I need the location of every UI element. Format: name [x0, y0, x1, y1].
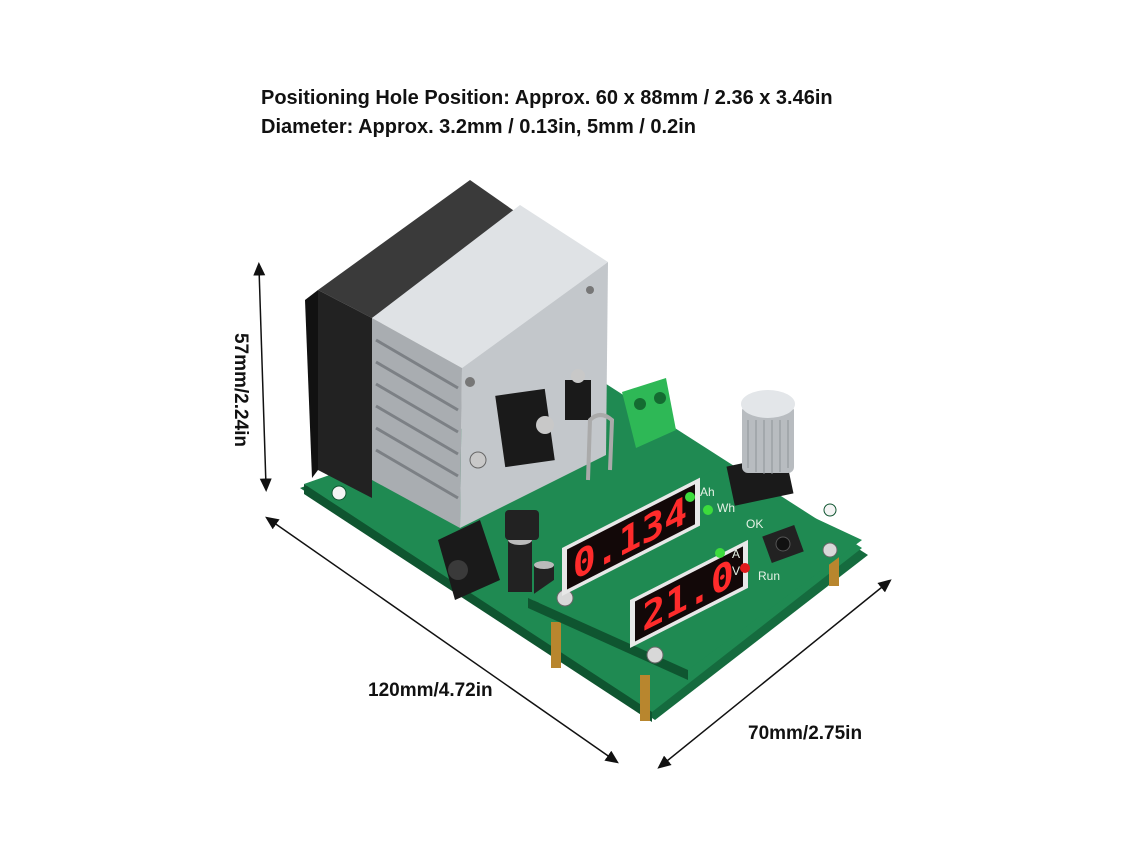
ok-push-button	[762, 525, 804, 563]
caption: Positioning Hole Position: Approx. 60 x …	[261, 84, 833, 142]
label-ah: Ah	[700, 485, 715, 499]
screw-terminal-block	[622, 378, 676, 448]
caption-line-diameter: Diameter: Approx. 3.2mm / 0.13in, 5mm / …	[261, 116, 696, 138]
label-wh: Wh	[717, 501, 735, 515]
dc-power-jack	[438, 520, 500, 600]
length-dimension-label: 120mm/4.72in	[368, 680, 493, 701]
mounting-hole	[823, 503, 837, 517]
label-ok: OK	[746, 517, 763, 531]
cooling-fan	[305, 180, 520, 498]
indicator-led	[685, 492, 750, 573]
label-a: A	[732, 547, 740, 561]
height-dimension-label: 57mm/2.24in	[230, 332, 251, 448]
length-dimension-arrow	[265, 516, 619, 764]
height-dimension-arrow	[253, 262, 272, 492]
caption-line-hole-position: Positioning Hole Position: Approx. 60 x …	[261, 87, 833, 109]
mosfet-transistor	[469, 369, 591, 469]
rotary-encoder-knob	[726, 390, 795, 506]
shunt-wire	[586, 413, 615, 481]
label-v: V	[732, 564, 740, 578]
standoff	[551, 548, 839, 721]
width-dimension-label: 70mm/2.75in	[748, 723, 863, 744]
width-dimension-arrow	[657, 579, 892, 769]
inductor	[505, 510, 539, 540]
label-run: Run	[758, 569, 780, 583]
mounting-hole	[331, 485, 347, 501]
